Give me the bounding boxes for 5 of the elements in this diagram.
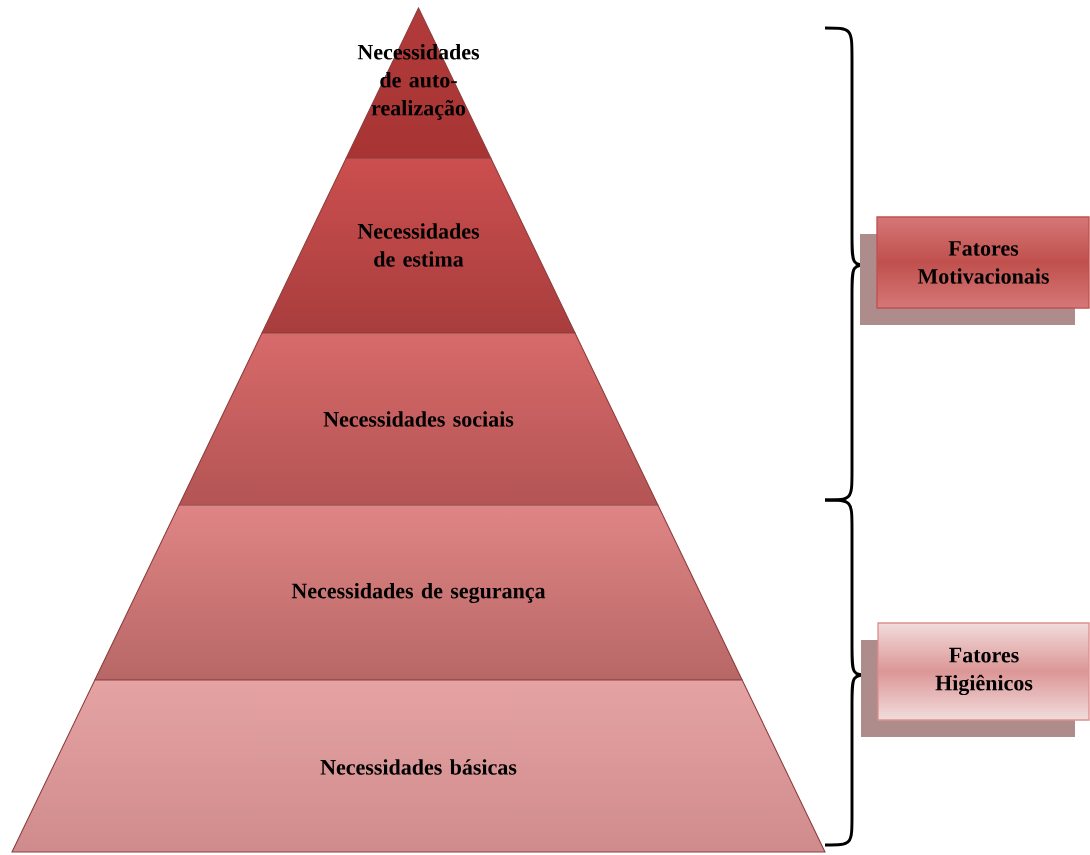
pyramid-tier: Necessidades básicas [11, 679, 826, 853]
pyramid-tier: Necessidades de segurança [94, 504, 743, 681]
label-box: Fatores Motivacionais [860, 216, 1090, 325]
label-box: Fatores Higiênicos [861, 622, 1090, 737]
pyramid-tier: Necessidades sociais [178, 332, 659, 506]
